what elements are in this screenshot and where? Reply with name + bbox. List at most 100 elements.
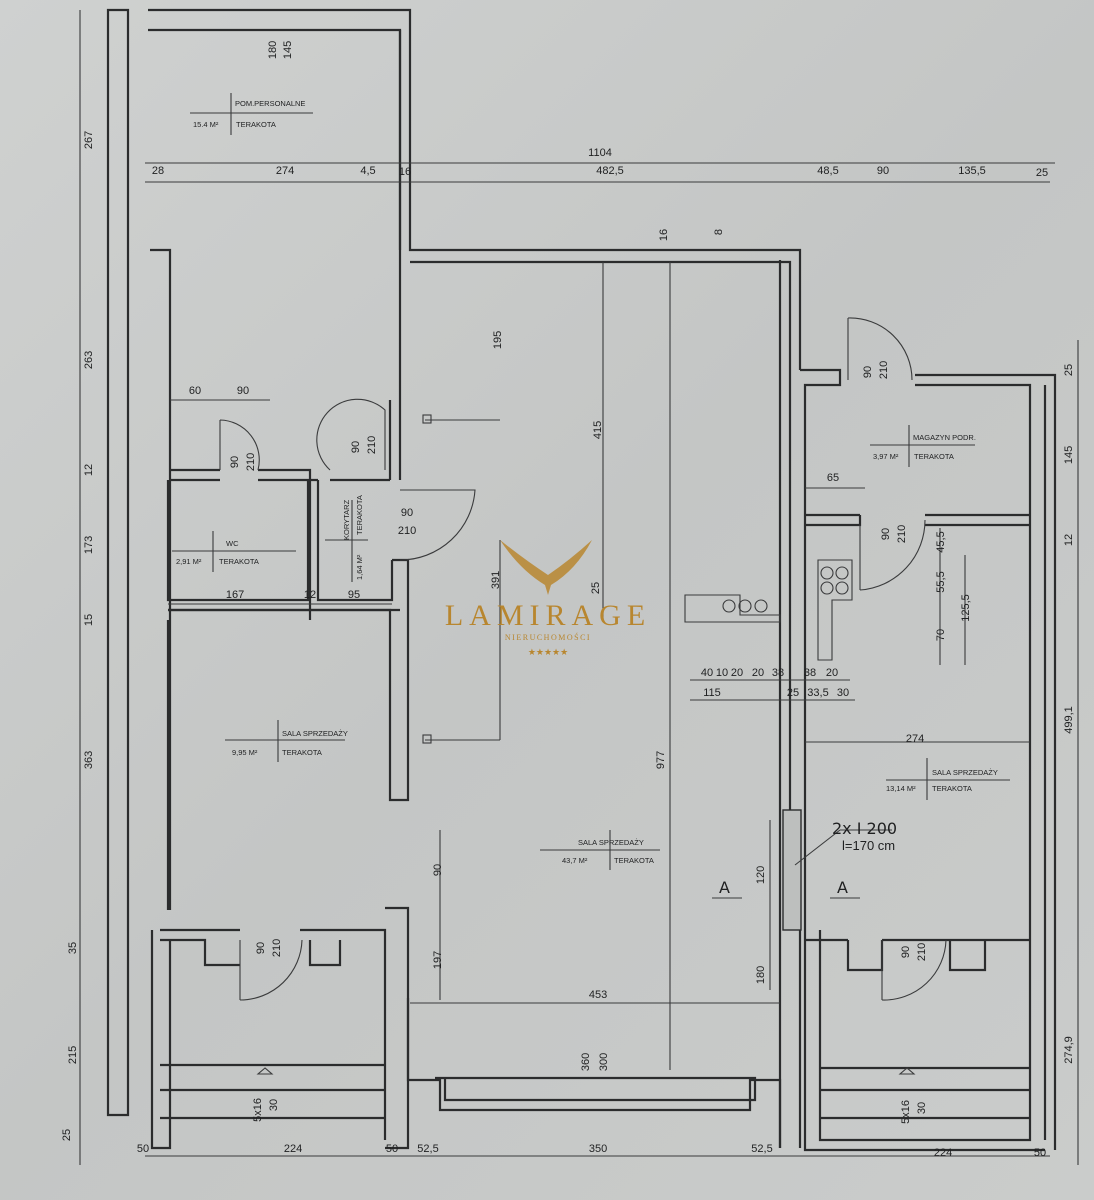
room-name: SALA SPRZEDAŻY — [282, 729, 348, 738]
room-label-wc: WC 2,91 M² TERAKOTA — [172, 531, 296, 572]
dimension-label: 224 — [284, 1143, 302, 1155]
dimension-label: 90 — [880, 528, 892, 540]
dimension-lines — [79, 10, 1079, 1165]
dimension-label: 180 — [267, 41, 279, 59]
dimension-label: 90 — [237, 385, 249, 397]
room-floor: TERAKOTA — [914, 452, 954, 461]
fixtures — [722, 566, 892, 931]
wings-icon — [500, 540, 592, 595]
dimension-label: 65 — [827, 472, 839, 484]
dimension-label: 135,5 — [958, 165, 986, 177]
dimension-label: 267 — [83, 131, 95, 149]
dimension-label: 38 — [772, 667, 784, 679]
room-area: 43,7 M² — [562, 856, 588, 865]
dimension-label: 482,5 — [596, 165, 624, 177]
dimension-label: 70 — [935, 629, 947, 641]
room-floor: TERAKOTA — [282, 748, 322, 757]
doors — [219, 317, 947, 1075]
dimension-label: 210 — [271, 939, 283, 957]
dimension-label: 40 — [701, 667, 713, 679]
logo-name: LAMIRAGE — [445, 599, 651, 632]
room-name: KORYTARZ — [342, 499, 351, 540]
dimension-label: 50 — [386, 1143, 398, 1155]
dimension-label: 60 — [189, 385, 201, 397]
logo-stars: ★★★★★ — [528, 647, 568, 657]
dimension-label: 30 — [837, 687, 849, 699]
dimension-label: 197 — [432, 951, 444, 969]
room-area: 15.4 M² — [193, 120, 219, 129]
room-floor: TERAKOTA — [614, 856, 654, 865]
dimension-label: 8 — [713, 229, 725, 235]
room-label-staff: POM.PERSONALNE 15.4 M² TERAKOTA — [190, 93, 313, 135]
dimension-label: 16 — [399, 166, 411, 178]
dimension-label: 55,5 — [935, 571, 947, 592]
dimension-label: 25 — [787, 687, 799, 699]
dimension-label: 15 — [83, 614, 95, 626]
dimension-label: 16 — [658, 229, 670, 241]
dimension-label: 12 — [1063, 534, 1075, 546]
dimension-label: 20 — [752, 667, 764, 679]
dimension-label: 30 — [916, 1102, 928, 1114]
dimension-label: 20 — [826, 667, 838, 679]
room-name: MAGAZYN PODR. — [913, 433, 976, 442]
logo-subtitle: NIERUCHOMOŚCI — [505, 632, 591, 642]
dimension-label: 12 — [83, 464, 95, 476]
dimension-label: 210 — [916, 943, 928, 961]
dimension-label: 50 — [1034, 1147, 1046, 1159]
room-area: 3,97 M² — [873, 452, 899, 461]
dimension-label: 5x16 — [252, 1098, 264, 1122]
dimension-label: 90 — [900, 946, 912, 958]
dimension-label: 28 — [152, 165, 164, 177]
room-area: 13,14 M² — [886, 784, 916, 793]
dimension-label: 300 — [598, 1053, 610, 1071]
dimension-label: 52,5 — [751, 1143, 772, 1155]
dimension-label: 215 — [67, 1046, 79, 1064]
dimension-label: 30 — [268, 1099, 280, 1111]
dimension-label: 350 — [589, 1143, 607, 1155]
dimension-label: 38 — [804, 667, 816, 679]
dimension-label: 25 — [1036, 167, 1048, 179]
room-label-sales-left: SALA SPRZEDAŻY 9,95 M² TERAKOTA — [225, 720, 348, 762]
dimension-label: 90 — [350, 441, 362, 453]
dimension-label: 90 — [401, 507, 413, 519]
dimension-label: 50 — [137, 1143, 149, 1155]
dimension-label: 210 — [896, 525, 908, 543]
dimension-label: 25 — [61, 1129, 73, 1141]
room-area: 2,91 M² — [176, 557, 202, 566]
dimension-label: 453 — [589, 989, 607, 1001]
beam-label: 2x I 200 — [832, 819, 897, 838]
room-label-storage: MAGAZYN PODR. 3,97 M² TERAKOTA — [870, 425, 976, 467]
dimension-label: 210 — [366, 436, 378, 454]
room-name: SALA SPRZEDAŻY — [578, 838, 644, 847]
dimension-label: 33,5 — [807, 687, 828, 699]
dimension-label: 12 — [304, 589, 316, 601]
dimension-label: 173 — [83, 536, 95, 554]
dimension-label: 363 — [83, 751, 95, 769]
room-name: WC — [226, 539, 239, 548]
room-name: POM.PERSONALNE — [235, 99, 305, 108]
dimension-label: 180 — [755, 966, 767, 984]
room-label-sales-main: SALA SPRZEDAŻY 43,7 M² TERAKOTA — [540, 830, 660, 870]
dimension-label: 145 — [282, 41, 294, 59]
dimension-label: 25 — [1063, 364, 1075, 376]
dimension-label: 35 — [67, 942, 79, 954]
dimension-label: 499,1 — [1063, 706, 1075, 734]
dimension-label: 45,5 — [935, 531, 947, 552]
dimension-label: 48,5 — [817, 165, 838, 177]
section-mark-a: A — [719, 878, 730, 897]
dimension-label: 115 — [703, 687, 721, 699]
dimension-label: 977 — [655, 751, 667, 769]
room-name: SALA SPRZEDAŻY — [932, 768, 998, 777]
room-floor: TERAKOTA — [932, 784, 972, 793]
dimension-label: 167 — [226, 589, 244, 601]
dimension-label: 360 — [580, 1053, 592, 1071]
room-area: 9,95 M² — [232, 748, 258, 757]
dimension-label: 90 — [432, 864, 444, 876]
dimension-label: 415 — [592, 421, 604, 439]
dimension-label: 210 — [878, 361, 890, 379]
dimension-label: 274 — [906, 733, 924, 745]
dimension-label: 224 — [934, 1147, 952, 1159]
dimension-label: 25 — [590, 582, 602, 594]
